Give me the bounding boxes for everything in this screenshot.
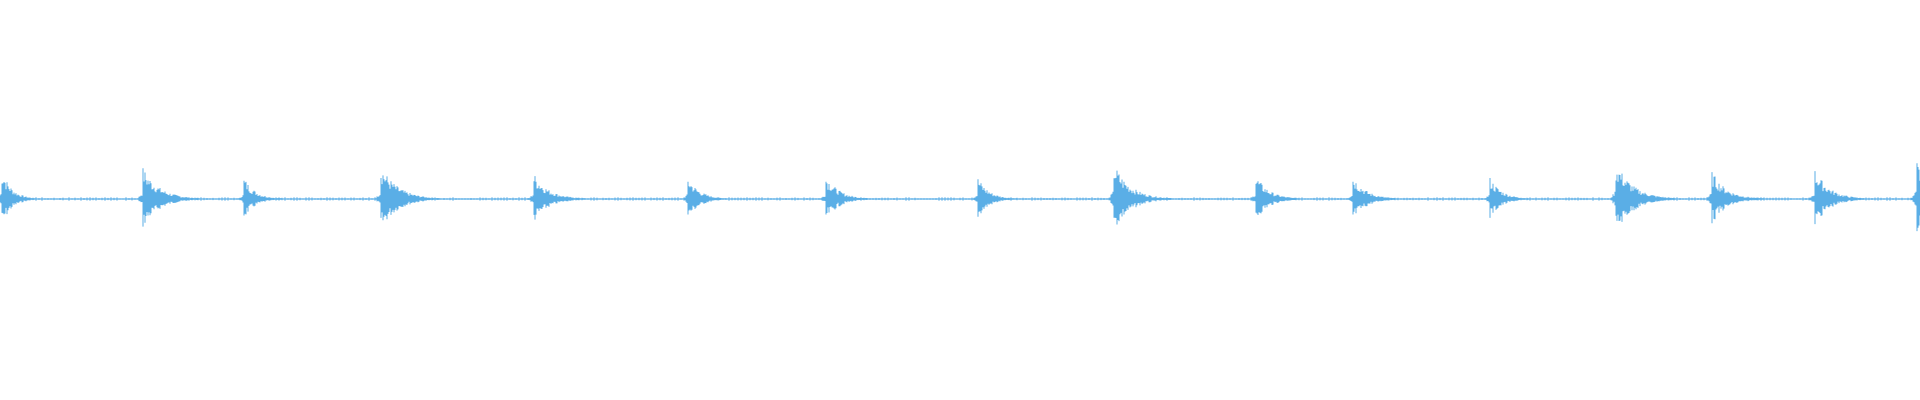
waveform-burst (137, 168, 201, 227)
waveform-burst (972, 179, 1018, 217)
waveform-burst (1484, 178, 1532, 218)
waveform-burst (1108, 170, 1172, 225)
waveform-burst (1706, 172, 1764, 224)
waveform-burst (375, 175, 441, 221)
waveform-noise (0, 197, 1918, 201)
waveform-burst (1347, 181, 1399, 215)
waveform-burst (0, 182, 37, 215)
waveform-burst (1610, 173, 1676, 222)
waveform-burst (1911, 163, 1920, 232)
